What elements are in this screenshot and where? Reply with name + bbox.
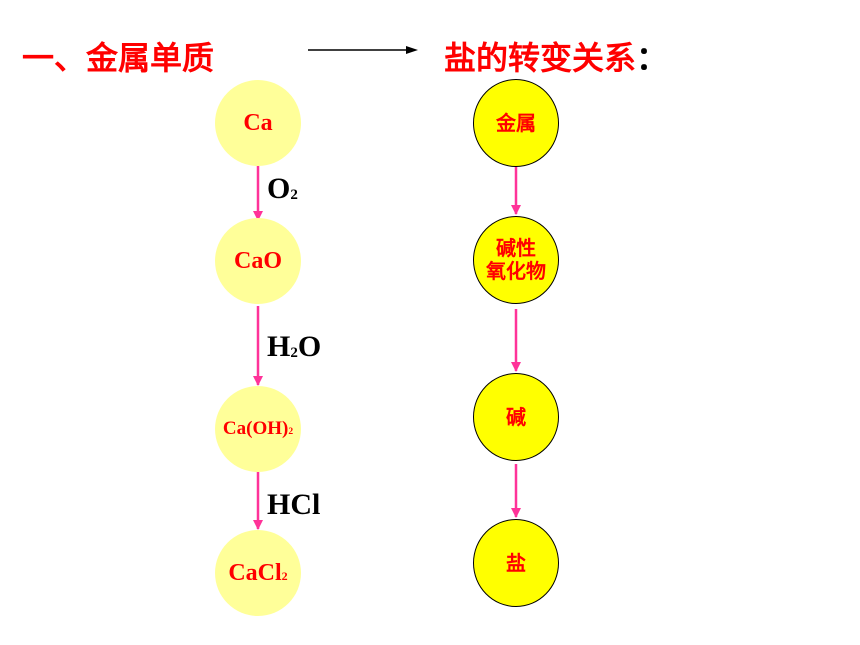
node-salt: 盐 — [473, 519, 559, 607]
node-cao-label: CaO — [234, 247, 282, 274]
node-cao: CaO — [215, 218, 301, 304]
reagent-h2o: H2O — [267, 330, 322, 363]
node-basic-oxide-label: 碱性氧化物 — [486, 236, 546, 283]
title-left: 一、金属单质 — [22, 39, 215, 77]
node-basic-oxide: 碱性氧化物 — [473, 216, 559, 304]
reagent-hcl: HCl — [267, 488, 321, 521]
reagent-o2: O2 — [267, 172, 298, 205]
node-metal-label: 金属 — [496, 110, 536, 135]
node-caoh2-label: Ca(OH)2 — [222, 418, 294, 439]
node-cacl2: CaCl2 — [215, 530, 301, 616]
node-ca: Ca — [215, 80, 301, 166]
node-base-label: 碱 — [506, 404, 526, 429]
node-ca-label: Ca — [243, 109, 273, 136]
node-metal: 金属 — [473, 79, 559, 167]
title-right: 盐的转变关系： — [444, 38, 668, 78]
title-right-text: 盐的转变关系 — [444, 39, 637, 77]
node-cacl2-label: CaCl2 — [228, 559, 288, 586]
node-salt-label: 盐 — [506, 550, 526, 575]
node-caoh2: Ca(OH)2 — [215, 386, 301, 472]
title-colon: ： — [636, 39, 669, 77]
node-base: 碱 — [473, 373, 559, 461]
